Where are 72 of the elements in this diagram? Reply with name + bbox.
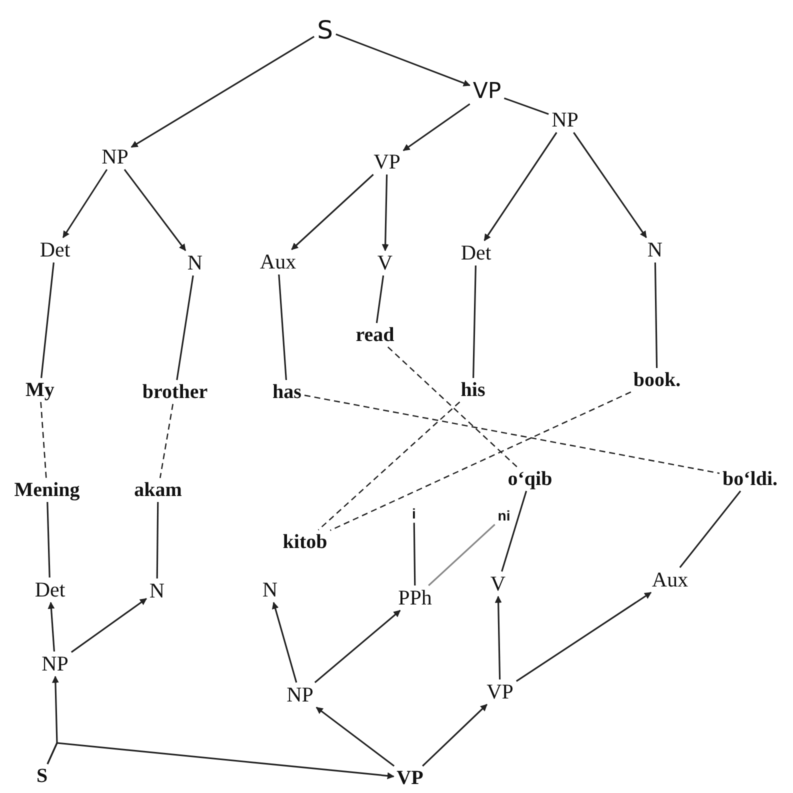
word-label: book. <box>632 369 682 391</box>
dashed-line <box>159 404 174 478</box>
branch-line <box>501 490 528 572</box>
arrow <box>272 602 298 683</box>
branch-line <box>504 97 549 115</box>
category-label: VP <box>472 80 502 104</box>
dashed-line <box>387 346 518 468</box>
arrow <box>62 169 108 238</box>
arrow <box>48 602 55 652</box>
word-label: kitob <box>282 531 328 553</box>
arrow <box>422 704 488 767</box>
category-label: VP <box>372 150 402 174</box>
arrow <box>494 596 502 680</box>
branch-line <box>278 274 287 380</box>
word-label: his <box>460 379 486 401</box>
arrow <box>484 132 558 242</box>
word-label: bo‘ldi. <box>721 468 779 490</box>
word-label: has <box>272 381 302 403</box>
category-label: NP <box>100 145 130 169</box>
category-label: Det <box>460 241 492 265</box>
category-label: PPh <box>397 586 433 610</box>
word-label: S <box>35 765 49 787</box>
category-label: N <box>148 579 166 603</box>
category-label: N <box>261 578 279 602</box>
category-label: V <box>376 251 394 275</box>
arrow <box>516 592 652 682</box>
branch-line <box>40 262 54 378</box>
word-label: brother <box>141 381 209 403</box>
category-label: Det <box>34 578 66 602</box>
branch-line <box>156 502 159 578</box>
branch-line <box>46 502 50 578</box>
branch-line <box>428 524 496 586</box>
arrow <box>402 103 470 152</box>
branch-line <box>654 262 658 368</box>
word-label: i <box>411 506 417 522</box>
arrow <box>382 174 389 252</box>
arrow <box>70 598 147 653</box>
word-label: Mening <box>13 479 81 501</box>
dashed-line <box>318 402 460 530</box>
branch-line <box>679 490 742 568</box>
category-label: Det <box>38 238 72 262</box>
arrow <box>124 169 186 252</box>
word-label: My <box>24 379 56 401</box>
dashed-line <box>330 391 632 531</box>
category-label: VP <box>486 680 514 704</box>
word-label: o‘qib <box>506 468 554 490</box>
arrow <box>46 742 394 780</box>
category-label: N <box>186 251 204 275</box>
category-label: NP <box>550 108 580 132</box>
category-label: NP <box>286 683 314 707</box>
arrow <box>316 706 395 767</box>
branch-line <box>472 265 476 378</box>
word-label: read <box>354 324 396 346</box>
arrow <box>314 610 401 684</box>
category-label: N <box>646 238 664 262</box>
branch-line <box>413 522 416 586</box>
arrow <box>130 36 315 148</box>
dashed-line <box>40 402 47 478</box>
dashed-line <box>304 394 720 474</box>
branch-line <box>176 275 194 380</box>
category-label: NP <box>40 652 70 676</box>
branch-line <box>376 275 384 324</box>
category-label: V <box>489 572 507 596</box>
arrow <box>336 33 470 86</box>
category-label: S <box>316 16 334 44</box>
category-label: Aux <box>258 250 298 274</box>
word-label: akam <box>133 479 183 501</box>
word-label: ni <box>496 508 512 524</box>
category-label: Aux <box>650 568 690 592</box>
arrow <box>291 174 374 250</box>
word-label: VP <box>396 767 424 789</box>
arrow <box>573 132 647 238</box>
